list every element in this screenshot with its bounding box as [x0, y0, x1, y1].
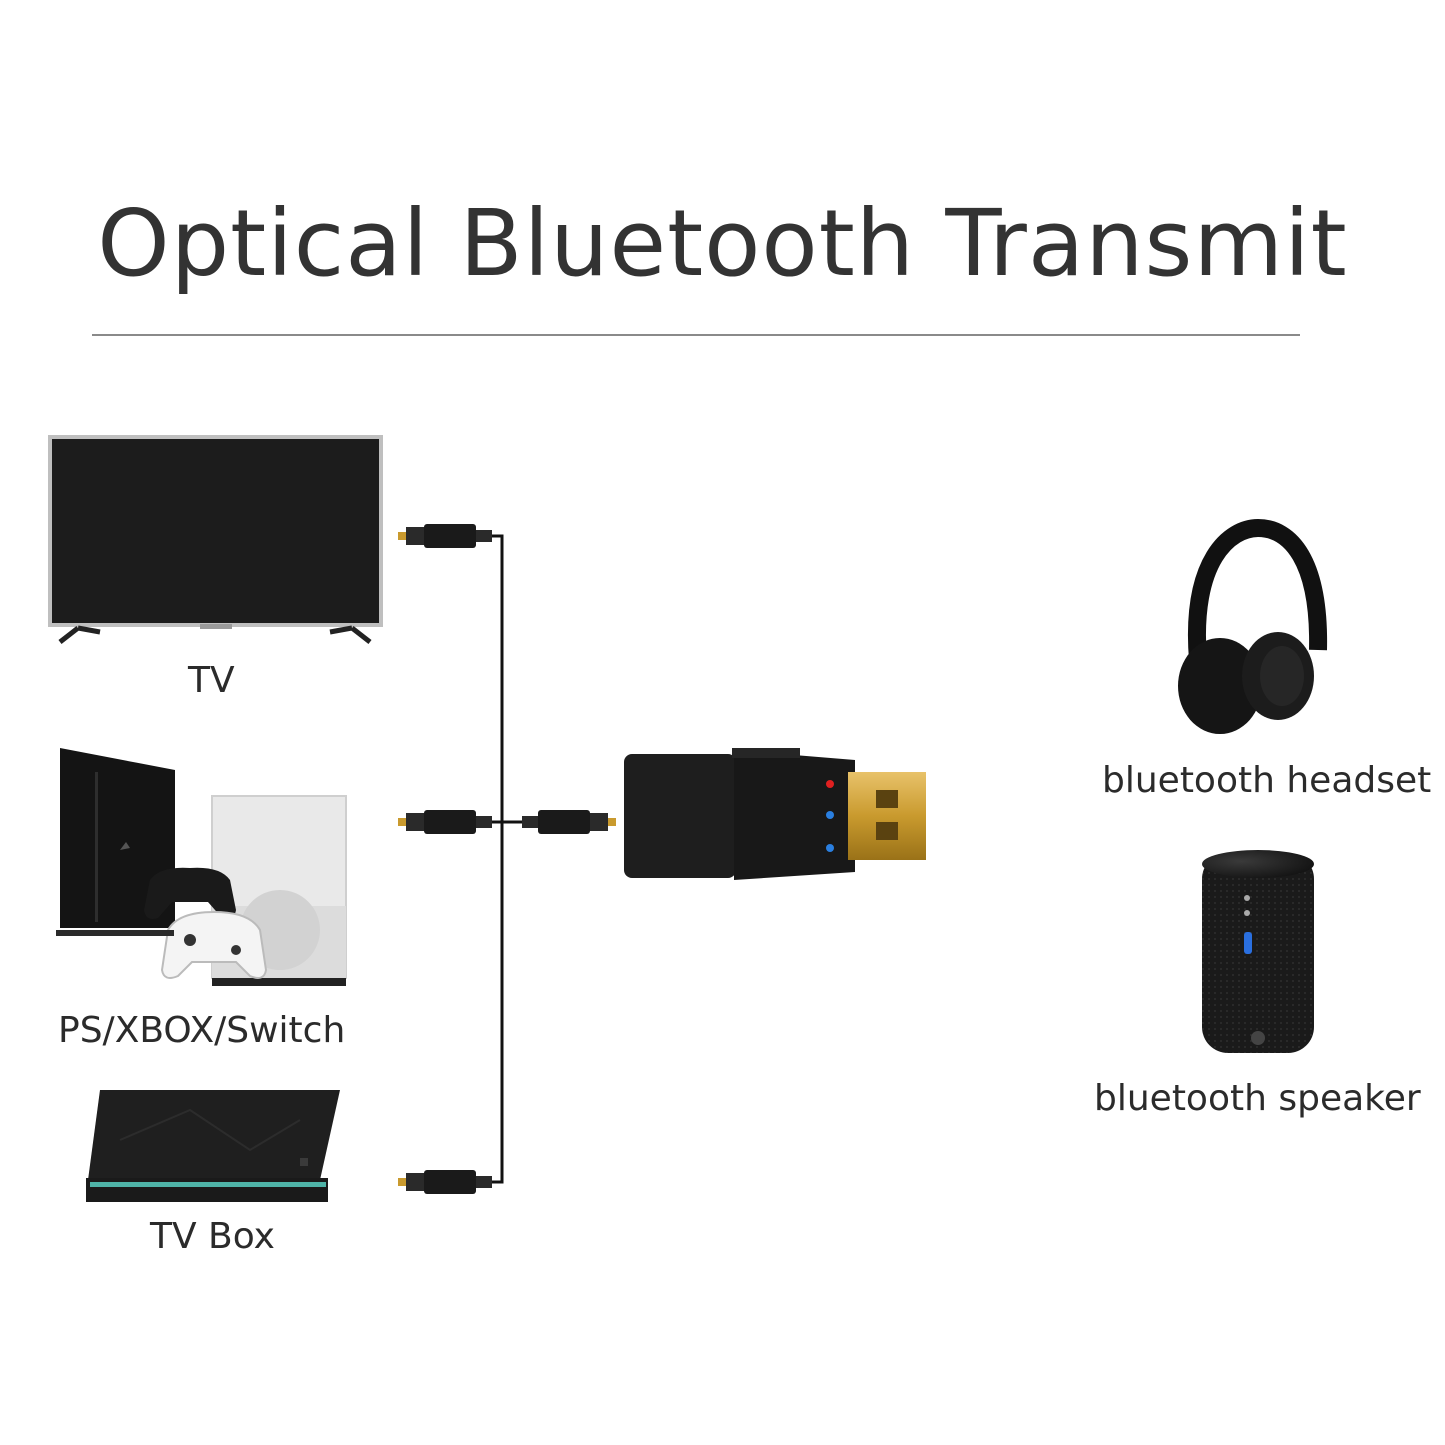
tv-icon — [48, 435, 383, 644]
optical-cables — [490, 534, 524, 1184]
consoles-icon — [56, 748, 347, 986]
consoles-label: PS/XBOX/Switch — [58, 1010, 346, 1051]
title-divider — [92, 334, 1300, 336]
optical-plug-tvbox — [398, 1170, 492, 1194]
speaker-icon — [1202, 850, 1314, 1053]
optical-plug-console — [398, 810, 492, 834]
bluetooth-transmitter-icon — [624, 748, 926, 880]
tv-label: TV — [188, 660, 235, 701]
headset-label: bluetooth headset — [1102, 760, 1432, 801]
tv-box-label: TV Box — [150, 1216, 275, 1257]
led-blue-icon-2 — [826, 844, 834, 852]
led-red-icon — [826, 780, 834, 788]
led-blue-icon — [826, 811, 834, 819]
optical-plug-tv — [398, 524, 492, 548]
optical-plug-transmitter — [522, 810, 616, 834]
speaker-label: bluetooth speaker — [1094, 1078, 1421, 1119]
tv-box-icon — [86, 1090, 340, 1202]
headphones-icon — [1178, 518, 1328, 734]
page-title: Optical Bluetooth Transmit — [97, 190, 1348, 297]
